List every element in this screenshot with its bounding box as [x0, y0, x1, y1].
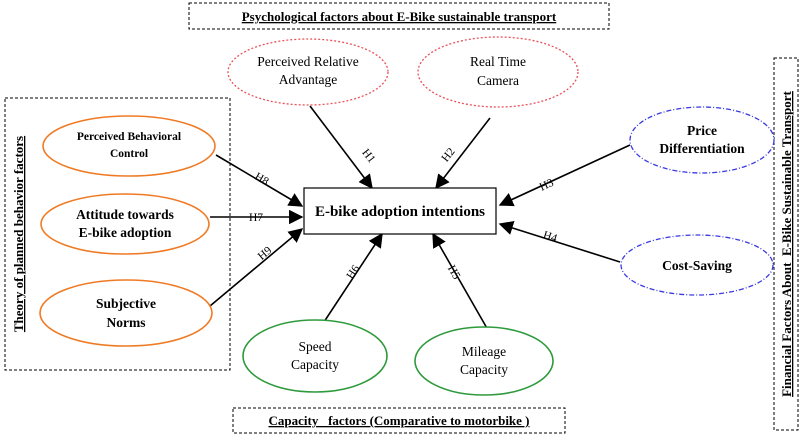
- center-label: E-bike adoption intentions: [315, 204, 485, 220]
- label-h5: H5: [445, 263, 463, 281]
- svg-text:Perceived Behavioral: Perceived Behavioral: [77, 131, 181, 143]
- node-cost-saving: Cost-Saving: [620, 234, 774, 296]
- arrow-h1: [309, 105, 373, 190]
- label-h6: H6: [345, 263, 363, 282]
- svg-text:Norms: Norms: [107, 315, 146, 330]
- svg-text:Camera: Camera: [477, 73, 519, 88]
- svg-text:Cost-Saving: Cost-Saving: [662, 258, 732, 273]
- arrow-h5: [432, 232, 489, 331]
- node-subjective-norms: Subjective Norms: [39, 279, 213, 347]
- svg-text:Advantage: Advantage: [279, 72, 337, 87]
- svg-text:Differentiation: Differentiation: [659, 141, 745, 156]
- svg-text:Capacity: Capacity: [291, 357, 339, 372]
- svg-text:Perceived Relative: Perceived Relative: [257, 54, 359, 69]
- node-attitude-towards-e-bike-adoption: Attitude towards E-bike adoption: [40, 193, 210, 255]
- svg-text:Control: Control: [110, 148, 148, 160]
- arrow-h6: [319, 232, 383, 329]
- arrow-h3: [498, 144, 631, 207]
- arrows: [209, 105, 631, 331]
- svg-text:Capacity: Capacity: [460, 362, 508, 377]
- svg-text:Speed: Speed: [299, 339, 332, 354]
- capacity-header-box: [232, 407, 566, 434]
- center-box: [303, 187, 497, 235]
- node-perceived-behavioral-control: Perceived Behavioral Control: [42, 115, 216, 177]
- svg-text:E-bike adoption: E-bike adoption: [79, 225, 172, 240]
- svg-text:Real Time: Real Time: [470, 54, 526, 69]
- svg-text:Price: Price: [687, 123, 717, 138]
- node-perceived-relative-advantage: Perceived Relative Advantage: [227, 38, 389, 106]
- arrow-h8: [215, 154, 304, 207]
- theory-group-box: [4, 97, 231, 371]
- psychological-header: Psychological factors about E-Bike susta…: [242, 9, 557, 24]
- financial-header: Financial Factors About E-Bike Sustainab…: [779, 90, 794, 396]
- arrow-h9: [209, 228, 304, 307]
- psychological-header-box: [188, 2, 610, 30]
- node-speed-capacity: Speed Capacity: [242, 319, 388, 393]
- financial-header-box: [773, 57, 799, 431]
- svg-text:Attitude towards: Attitude towards: [76, 207, 174, 222]
- label-h1: H1: [359, 147, 377, 166]
- label-h4: H4: [541, 229, 558, 245]
- label-h2: H2: [440, 146, 458, 165]
- theory-header: Theory of planned behavior factors: [11, 136, 26, 332]
- node-price-differentiation: Price Differentiation: [629, 106, 775, 174]
- node-mileage-capacity: Mileage Capacity: [414, 326, 554, 396]
- label-h9: H9: [256, 244, 275, 262]
- label-h3: H3: [538, 177, 556, 194]
- arrow-h2: [435, 117, 491, 190]
- label-h7: H7: [249, 212, 263, 224]
- svg-text:Mileage: Mileage: [462, 344, 506, 359]
- capacity-header: Capacity factors (Comparative to motorbi…: [268, 413, 529, 428]
- node-real-time-camera: Real Time Camera: [417, 36, 579, 108]
- svg-text:Subjective: Subjective: [96, 296, 156, 311]
- arrow-h4: [498, 221, 621, 263]
